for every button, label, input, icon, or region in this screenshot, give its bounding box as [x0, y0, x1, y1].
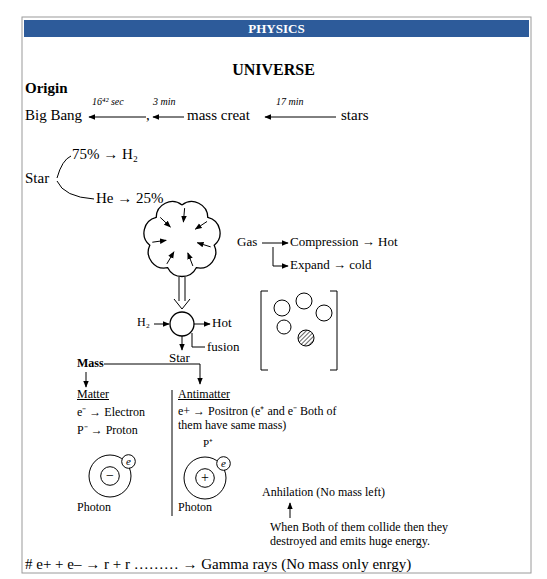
split-arrow [86, 372, 87, 387]
compression-arrow [195, 221, 207, 229]
band-text: PHYSICS [24, 20, 529, 37]
particle-text: e⁻ → Electron [77, 406, 145, 420]
compression-arrow [188, 253, 193, 266]
particle-circle [316, 305, 332, 321]
nucleus-circle: + [195, 468, 215, 488]
split-heading: Mass [77, 357, 104, 371]
output-arrow [194, 324, 210, 325]
electron-circle: e [121, 454, 136, 469]
note-text: When Both of them collide then they dest… [270, 521, 482, 549]
equation-text: # e+ + e– → r + r ……… → Gamma rays (No m… [25, 556, 411, 573]
input-text: H₂ [137, 316, 150, 330]
input-arrow [154, 324, 169, 325]
output-text: Star [169, 351, 190, 366]
fused-particle [298, 330, 314, 346]
section-heading: Origin [25, 80, 68, 97]
particle-text: P⁻ → Proton [77, 424, 138, 438]
composition-text: He → 25% [96, 190, 164, 207]
leader-line [192, 333, 205, 347]
nucleus-circle-shape [196, 469, 215, 488]
symbol-text: + [195, 468, 215, 488]
bracket [261, 291, 268, 370]
nucleus-circle: − [100, 466, 120, 486]
note-heading: Anhilation (No mass left) [262, 486, 385, 500]
branch-root: Star [25, 170, 49, 187]
time-label: 16⁴² sec [92, 96, 124, 108]
particle-circle [277, 320, 291, 334]
electron-circle: e [216, 456, 231, 471]
double-arrow [179, 277, 180, 301]
particle-symbol: P⁺ [203, 437, 213, 450]
time-arrow [153, 117, 184, 118]
symbol-text: e [121, 454, 136, 469]
process-text: fusion [207, 340, 240, 355]
branch-line [57, 181, 94, 199]
time-arrow [265, 117, 336, 118]
star-circle [170, 312, 194, 336]
page-title: UNIVERSE [0, 61, 547, 79]
note-arrow [290, 503, 291, 518]
nucleus-circle-shape [101, 467, 120, 486]
compression-arrow [197, 243, 210, 247]
time-arrow [89, 117, 146, 118]
bracket [330, 291, 337, 370]
gas-arrow [273, 247, 288, 266]
compression-arrow [167, 252, 174, 264]
composition-text: 75% → H₂ [72, 146, 138, 163]
output-text: Hot [212, 316, 232, 331]
double-arrow [185, 277, 186, 301]
electron-circle-shape [122, 455, 136, 469]
compression-arrow [160, 217, 170, 227]
compression-arrow [183, 208, 184, 222]
double-arrow [174, 299, 190, 309]
split-arrow [104, 364, 200, 384]
atom-caption: Photon [178, 501, 212, 515]
timeline-text: stars [341, 107, 369, 124]
divider-line [172, 390, 173, 516]
particle-circle [274, 300, 290, 316]
time-label: 3 min [153, 96, 176, 108]
subject-band: PHYSICS [24, 20, 529, 37]
gas-cloud [144, 202, 220, 277]
branch-line [57, 156, 71, 178]
process-text: Expand → cold [290, 258, 372, 273]
particle-text: e+ → Positron (e⁺ and e⁻ Both of them ha… [178, 405, 350, 433]
output-arrow [182, 336, 183, 350]
symbol-text: e [216, 456, 231, 471]
compression-arrow [152, 240, 166, 242]
gas-arrow [262, 243, 288, 244]
page-frame [22, 17, 531, 573]
column-heading: Antimatter [178, 388, 230, 402]
atom-caption: Photon [77, 501, 111, 515]
process-text: Gas [237, 235, 257, 250]
timeline-text: mass creat [187, 107, 250, 124]
column-heading: Matter [77, 388, 109, 402]
process-text: Compression → Hot [290, 235, 398, 250]
timeline-text: Big Bang [25, 107, 82, 124]
electron-circle-shape [217, 457, 231, 471]
particle-circle [296, 293, 312, 309]
time-label: 17 min [276, 96, 304, 108]
separator: , [146, 107, 150, 124]
symbol-text: − [100, 466, 120, 486]
